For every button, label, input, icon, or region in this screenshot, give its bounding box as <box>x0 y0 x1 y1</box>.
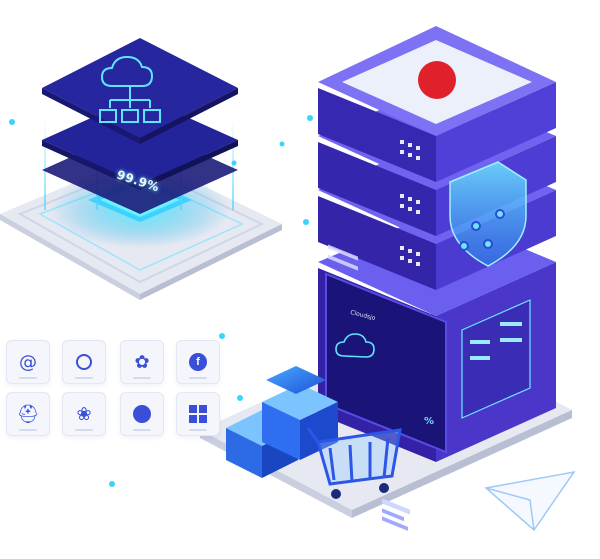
server-leds <box>400 140 420 266</box>
sparkle-dots <box>9 115 313 487</box>
os-tile-windows[interactable] <box>176 392 220 436</box>
tile-underline <box>19 377 37 379</box>
screen-percent-sign: % <box>424 416 435 427</box>
tile-underline <box>75 377 93 379</box>
os-tile-freebsd[interactable] <box>120 392 164 436</box>
package-boxes <box>226 366 338 478</box>
freebsd-icon <box>133 405 151 423</box>
shield-icon <box>449 161 527 267</box>
layer-stack <box>42 38 238 214</box>
tile-underline <box>133 377 151 379</box>
rocky-linux-icon: ❀ <box>76 403 92 425</box>
ubuntu-icon <box>76 354 92 370</box>
tile-underline <box>189 429 207 431</box>
tile-underline <box>133 429 151 431</box>
shopping-cart-icon <box>306 427 402 499</box>
server-screen <box>325 272 447 531</box>
os-tile-debian[interactable]: @ <box>6 340 50 384</box>
tile-underline <box>75 429 93 431</box>
almalinux-icon: ✿ <box>134 351 150 373</box>
side-panel <box>461 299 531 419</box>
os-tile-redhat[interactable]: ⛑ <box>6 392 50 436</box>
cloud-network-icon <box>99 55 161 123</box>
tile-underline <box>189 377 207 379</box>
tile-underline <box>19 429 37 431</box>
windows-icon <box>189 405 207 423</box>
redhat-icon: ⛑ <box>16 403 40 425</box>
status-red-dot <box>418 61 456 99</box>
fedora-icon: f <box>189 353 207 371</box>
os-tile-fedora[interactable]: f <box>176 340 220 384</box>
debian-icon: @ <box>19 351 37 373</box>
os-tile-almalinux[interactable]: ✿ <box>120 340 164 384</box>
paper-plane-icon <box>484 470 576 532</box>
os-tile-rocky[interactable]: ❀ <box>62 392 106 436</box>
os-tile-ubuntu[interactable] <box>62 340 106 384</box>
